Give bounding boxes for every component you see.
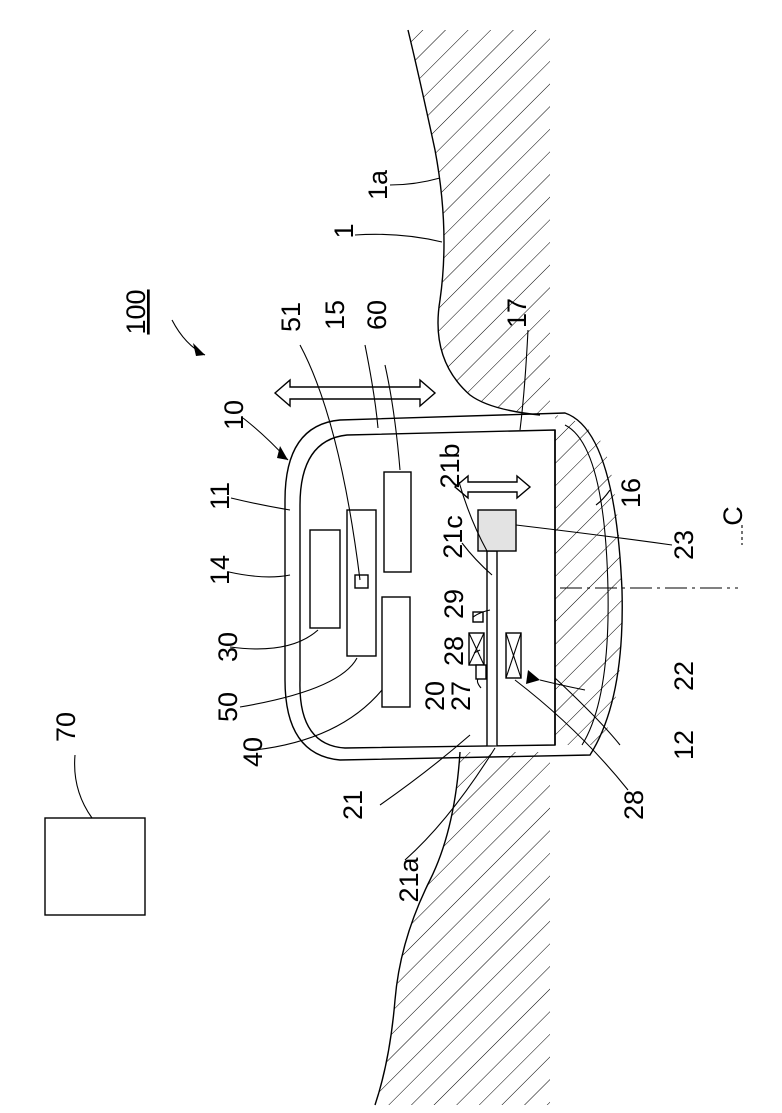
label-50: 50 xyxy=(213,692,243,722)
label-1a: 1a xyxy=(363,169,393,200)
coil-left-28 xyxy=(469,633,484,665)
label-28-left: 28 xyxy=(439,636,469,666)
label-21a: 21a xyxy=(394,856,424,902)
label-21c: 21c xyxy=(438,515,468,559)
label-22: 22 xyxy=(669,661,699,691)
unit-40 xyxy=(382,597,410,707)
label-60: 60 xyxy=(362,300,392,330)
tissue-bottom xyxy=(375,752,550,1105)
label-11: 11 xyxy=(205,482,235,510)
label-27: 27 xyxy=(446,681,476,711)
label-21: 21 xyxy=(338,790,368,820)
label-15: 15 xyxy=(320,300,350,330)
unit-60 xyxy=(384,472,411,572)
label-21b: 21b xyxy=(435,443,465,488)
arrow-weight-motion xyxy=(455,476,530,498)
label-14: 14 xyxy=(205,555,235,585)
coil-right-28 xyxy=(506,633,521,678)
label-29: 29 xyxy=(439,589,469,619)
label-51: 51 xyxy=(276,302,306,332)
label-12: 12 xyxy=(669,730,699,760)
chip-51 xyxy=(355,575,368,588)
rod-21 xyxy=(487,551,497,746)
label-28-right: 28 xyxy=(619,790,649,820)
label-10: 10 xyxy=(219,400,249,430)
battery-30 xyxy=(310,530,340,628)
external-device-70 xyxy=(45,818,145,915)
label-1: 1 xyxy=(329,223,359,238)
arrow-capsule-motion xyxy=(275,380,435,406)
internal-components xyxy=(310,472,521,746)
label-40: 40 xyxy=(238,737,268,767)
label-c: C xyxy=(718,506,748,526)
label-30: 30 xyxy=(213,632,243,662)
label-16: 16 xyxy=(616,478,646,508)
label-100: 100 xyxy=(121,289,151,334)
label-17: 17 xyxy=(502,298,532,328)
tissue-top xyxy=(408,30,550,418)
label-70: 70 xyxy=(51,712,81,742)
part-27 xyxy=(476,665,486,679)
label-23: 23 xyxy=(669,530,699,560)
tissue-right-under-capsule xyxy=(555,415,622,745)
